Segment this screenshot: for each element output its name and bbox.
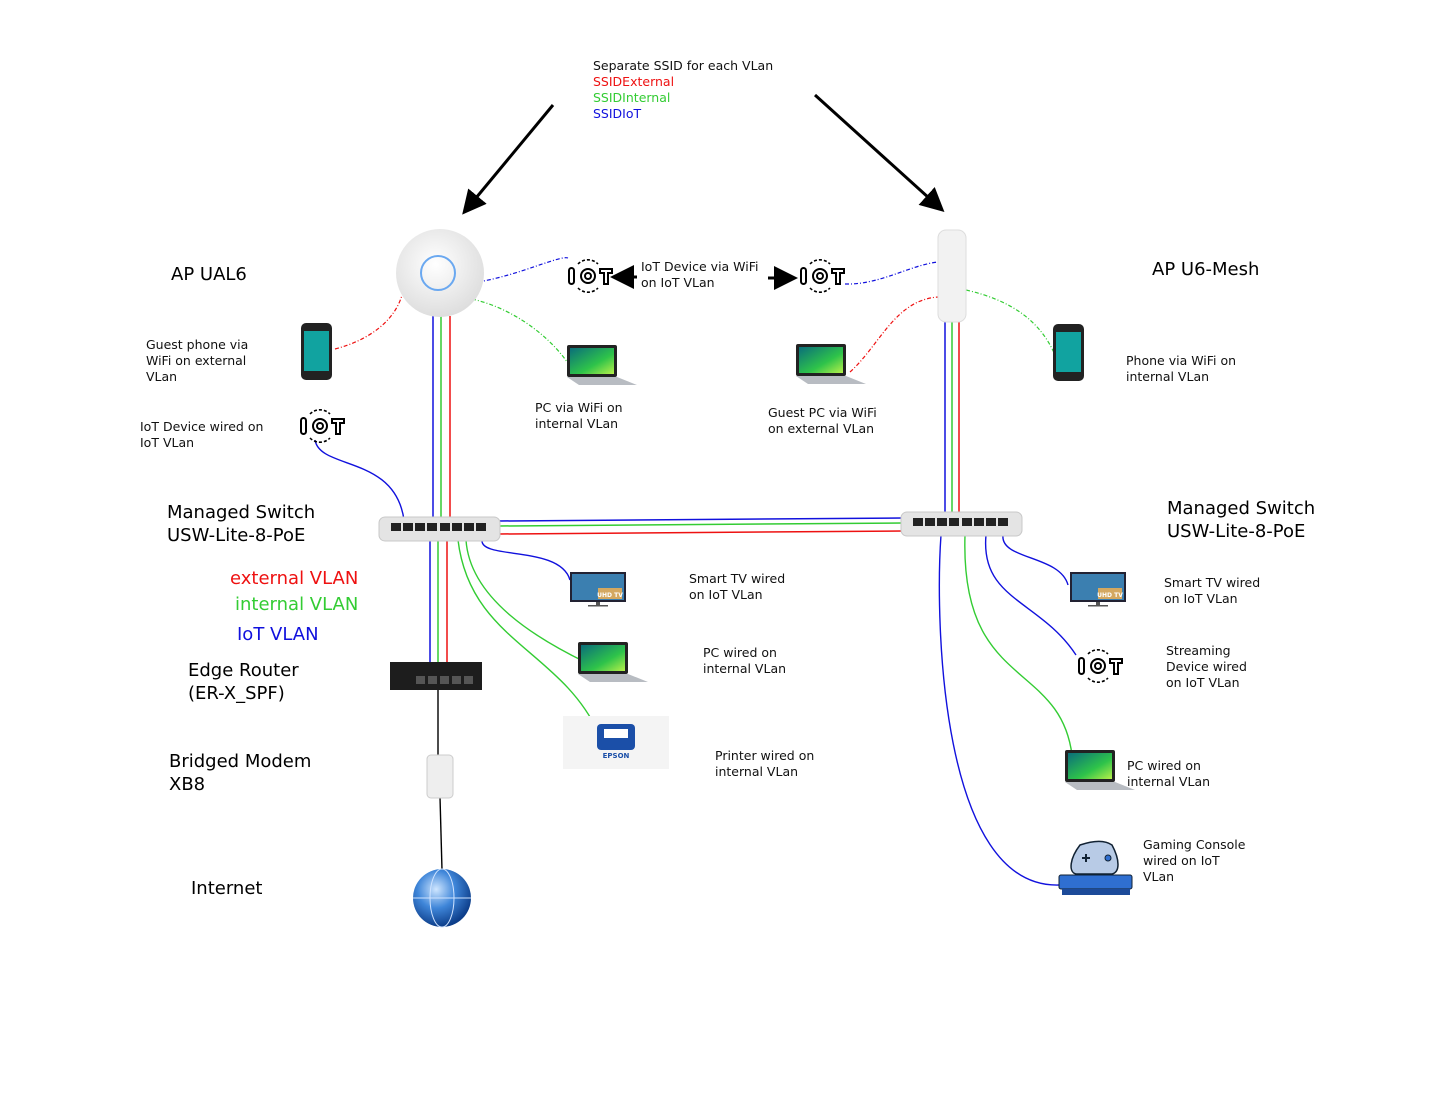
phone-internal-label: Phone via WiFi on internal VLan	[1126, 353, 1237, 384]
guest-pc-laptop-icon	[796, 344, 866, 384]
pc-wired-right-laptop-icon	[1065, 750, 1135, 790]
ssid-iot: SSIDIoT	[593, 106, 642, 121]
iot-wired-icon	[300, 408, 345, 444]
wifi-link-phone	[965, 289, 1056, 356]
pc-wired-left-label: PC wired on internal VLan	[703, 645, 787, 676]
wifi-link-pc-wifi	[471, 298, 576, 376]
iot-wifi-label: IoT Device via WiFi on IoT VLan	[641, 259, 759, 290]
pc-wifi-label: PC via WiFi on internal VLan	[535, 400, 623, 431]
pc-wifi-laptop-icon	[567, 345, 637, 385]
internet-label: Internet	[191, 878, 263, 899]
ssid-arrow-right	[813, 93, 945, 213]
modem-label: Bridged Modem XB8	[169, 751, 312, 795]
switch-right-label: Managed Switch USW-Lite-8-PoE	[1167, 498, 1316, 542]
router-label: Edge Router (ER-X_SPF)	[188, 660, 299, 704]
internet-globe-icon	[413, 868, 471, 928]
switch-right-device	[900, 511, 1023, 537]
ssid-arrow-left	[462, 104, 555, 215]
legend-internal: internal VLAN	[235, 594, 359, 615]
ssid-note-title: Separate SSID for each VLan	[593, 58, 774, 73]
guest-phone-label: Guest phone via WiFi on external VLan	[146, 337, 249, 384]
iot-wifi-right-icon	[800, 258, 845, 294]
bridged-modem-device	[426, 754, 454, 799]
edge-router-device	[390, 662, 482, 690]
printer-label: Printer wired on internal VLan	[715, 748, 815, 779]
printer-icon: EPSON	[563, 716, 669, 769]
legend-iot: IoT VLAN	[237, 624, 319, 645]
pc-wired-right-label: PC wired on internal VLan	[1127, 758, 1211, 789]
iot-wired-label: IoT Device wired on IoT VLan	[140, 419, 264, 450]
ssid-external: SSIDExternal	[593, 74, 675, 89]
phone-icon	[1053, 324, 1084, 381]
gaming-console-icon	[1058, 840, 1133, 895]
ssid-internal: SSIDInternal	[593, 90, 671, 105]
guest-phone-icon	[301, 323, 332, 380]
pc-wired-left-laptop-icon	[578, 642, 648, 682]
ap-ual6-device	[396, 229, 484, 317]
legend-external: external VLAN	[230, 568, 359, 589]
wifi-link-iot-right	[844, 261, 939, 285]
switch-left-device	[378, 516, 501, 542]
wifi-link-iot-left	[477, 257, 569, 283]
smart-tv-right-icon	[1070, 572, 1126, 607]
streaming-device-label: Streaming Device wired on IoT VLan	[1166, 643, 1247, 690]
iot-wifi-left-icon	[568, 258, 613, 294]
guest-pc-label: Guest PC via WiFi on external VLan	[768, 405, 877, 436]
switch-left-label: Managed Switch USW-Lite-8-PoE	[167, 502, 316, 546]
wifi-link-guest-phone	[334, 294, 403, 350]
ap-u6-mesh-label: AP U6-Mesh	[1152, 259, 1260, 280]
streaming-device-icon	[1078, 648, 1123, 684]
smart-tv-left-icon	[570, 572, 626, 607]
svg-text:EPSON: EPSON	[603, 752, 630, 760]
gaming-console-label: Gaming Console wired on IoT VLan	[1143, 837, 1246, 884]
smart-tv-right-label: Smart TV wired on IoT VLan	[1164, 575, 1261, 606]
smart-tv-left-label: Smart TV wired on IoT VLan	[689, 571, 786, 602]
ap-u6-mesh-device	[937, 229, 967, 323]
wifi-link-guest-pc	[849, 296, 939, 373]
ap-ual6-label: AP UAL6	[171, 264, 247, 285]
